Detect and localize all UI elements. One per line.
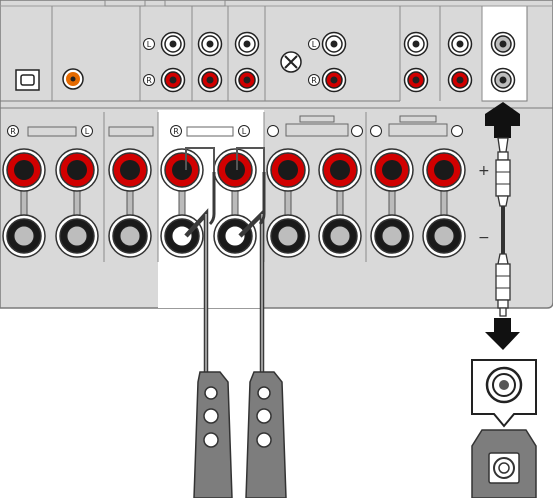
channel-label-l2: L <box>312 40 317 49</box>
channel-label-r1: R <box>146 76 152 85</box>
channel-label-r2: R <box>311 76 317 85</box>
highlighted-terminal-area <box>158 110 264 308</box>
rca-jack-icon <box>492 69 515 92</box>
banana-plug-icon <box>267 149 309 191</box>
channel-label-l1: L <box>147 40 152 49</box>
rca-jack-icon <box>449 69 472 92</box>
banana-plug-icon <box>109 215 151 257</box>
banana-plug-icon <box>423 215 465 257</box>
rca-jack-icon <box>405 33 428 56</box>
banana-plug-icon <box>161 149 203 191</box>
rca-jack-icon <box>162 33 185 56</box>
rca-jack-icon <box>199 69 222 92</box>
banana-plug-icon <box>214 215 256 257</box>
banana-plug-icon <box>371 149 413 191</box>
rca-jack-icon <box>492 33 515 56</box>
section-label-r2: R <box>173 127 179 136</box>
speaker-icon <box>246 372 286 498</box>
banana-plug-icon <box>319 215 361 257</box>
rca-jack-icon <box>323 69 346 92</box>
banana-plug-icon <box>319 149 361 191</box>
banana-plug-icon <box>214 149 256 191</box>
arrow-down-icon <box>485 332 520 350</box>
rca-jack-icon <box>199 33 222 56</box>
polarity-minus: − <box>478 230 490 246</box>
subwoofer-input-icon <box>472 360 536 498</box>
speaker-icon <box>194 372 232 498</box>
banana-plug-icon <box>3 149 45 191</box>
banana-plug-icon <box>423 149 465 191</box>
banana-plug-icon <box>267 215 309 257</box>
rca-jack-icon <box>323 33 346 56</box>
banana-plug-icon <box>56 215 98 257</box>
banana-plug-icon <box>109 149 151 191</box>
banana-plug-icon <box>3 215 45 257</box>
arrow-up-icon <box>494 126 511 138</box>
section-label-r1: R <box>10 127 16 136</box>
rca-jack-icon <box>236 69 259 92</box>
banana-plug-icon <box>371 215 413 257</box>
rca-jack-icon <box>449 33 472 56</box>
rca-jack-icon <box>162 69 185 92</box>
arrow-down-icon <box>494 318 511 332</box>
coaxial-jack-icon <box>63 69 83 89</box>
rca-jack-icon <box>405 69 428 92</box>
rca-jack-icon <box>236 33 259 56</box>
polarity-plus: + <box>478 163 490 179</box>
optical-port-icon <box>16 70 39 90</box>
banana-plug-icon <box>56 149 98 191</box>
section-label-l1: L <box>85 127 90 136</box>
section-label-l2: L <box>242 127 247 136</box>
screw-terminal-icon <box>281 52 301 72</box>
